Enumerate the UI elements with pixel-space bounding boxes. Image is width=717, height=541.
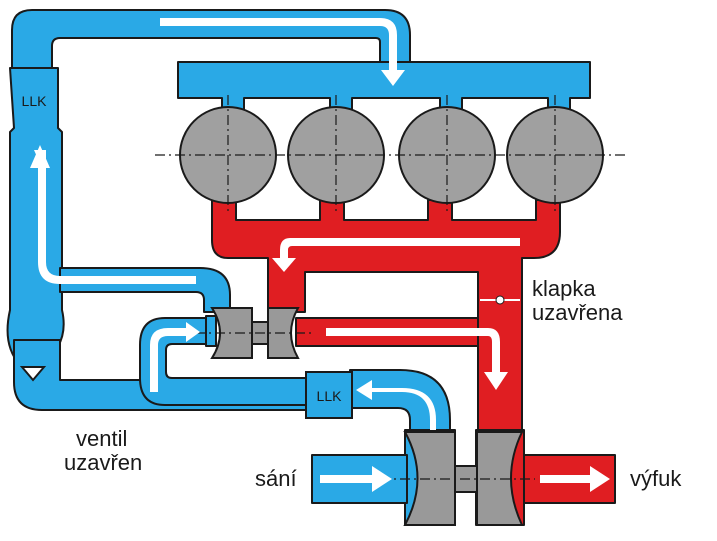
flow-arrows xyxy=(30,18,610,492)
bypass-flap-icon xyxy=(480,295,520,305)
flow-arrow-hp-outlet xyxy=(326,328,508,390)
cylinder-centerlines xyxy=(155,95,625,215)
upper-intercooler xyxy=(6,67,65,366)
lower-intercooler xyxy=(305,371,353,419)
check-valve-icon xyxy=(19,366,47,382)
flow-arrow-top xyxy=(160,18,405,86)
flow-arrow-exhaust-manifold xyxy=(272,238,520,272)
flow-arrow-cooler-up xyxy=(30,145,196,284)
hp-compressor-wheel xyxy=(210,307,253,359)
bypass-flap-label-line1: klapka xyxy=(532,276,596,301)
vent-valve-label-line2: uzavřen xyxy=(64,450,142,475)
cooler-to-compressor-pipe xyxy=(59,267,231,313)
vent-valve-label-line1: ventil xyxy=(76,426,127,451)
upper-intercooler-label: LLK xyxy=(22,93,48,109)
flow-arrow-lower-cooler xyxy=(356,380,436,430)
lp-turbine-wheel xyxy=(476,431,524,526)
exhaust-label: výfuk xyxy=(630,466,682,491)
hp-compressor-connector xyxy=(205,315,217,347)
flow-arrow-exhaust xyxy=(540,466,610,492)
intake-label: sání xyxy=(255,466,297,491)
lower-intercooler-label: LLK xyxy=(317,388,343,404)
bypass-flap-label-line2: uzavřena xyxy=(532,300,623,325)
flow-arrow-loop xyxy=(150,322,200,392)
flow-arrow-intake xyxy=(320,466,392,492)
turbo-centerlines xyxy=(195,332,535,480)
